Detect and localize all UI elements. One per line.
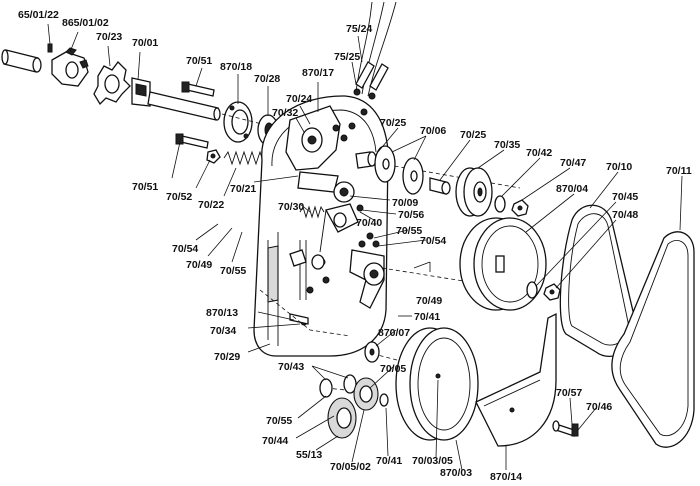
spacer-left [355,151,377,169]
shaft-stub [1,49,42,73]
label-70-49-left: 70/49 [186,259,212,271]
return-spring [299,205,325,219]
label-70-57: 70/57 [556,387,582,399]
label-65-01-22: 65/01/22 [18,9,59,21]
label-70-48: 70/48 [612,209,638,221]
gear-train [319,374,389,439]
label-70-54-right: 70/54 [420,235,446,247]
label-70-09: 70/09 [392,197,418,209]
label-70-44: 70/44 [262,435,288,447]
label-70-55-right: 70/55 [396,225,422,237]
spacer-right [429,177,451,195]
small-pulley [455,167,493,217]
part-labels: 65/01/22 865/01/02 70/23 70/01 70/51 870… [18,9,692,483]
label-70-29: 70/29 [214,351,240,363]
coupling-hub [51,47,89,87]
label-70-32: 70/32 [272,107,298,119]
label-70-54-left: 70/54 [172,243,198,255]
washer-pair [374,145,424,195]
lower-washer-nut [526,281,561,301]
label-70-41-upper: 70/41 [414,311,440,323]
cable-assembly [353,1,397,100]
label-70-30: 70/30 [278,201,304,213]
label-70-10: 70/10 [606,161,632,173]
label-75-24: 75/24 [346,23,372,35]
bolt-upper [181,81,215,97]
nut [206,149,221,164]
label-70-49-right: 70/49 [416,295,442,307]
tension-spring [223,150,269,166]
label-70-25-left: 70/25 [380,117,406,129]
label-870-07: 870/07 [378,327,410,339]
leader-lines [47,23,683,471]
label-70-28: 70/28 [254,73,280,85]
large-pulley-lower [395,327,479,441]
label-870-03: 870/03 [440,467,472,479]
label-870-17: 870/17 [302,67,334,79]
belt-guard [475,312,557,447]
label-70-55-left: 70/55 [220,265,246,277]
label-70-51-lower: 70/51 [132,181,158,193]
label-70-45: 70/45 [612,191,638,203]
guard-bolt [552,420,579,437]
label-870-18: 870/18 [220,61,252,73]
parts-drawing [1,1,695,448]
label-70-23: 70/23 [96,31,122,43]
label-75-25: 75/25 [334,51,360,63]
label-70-01: 70/01 [132,37,158,49]
label-70-21: 70/21 [230,183,256,195]
main-shaft [131,77,221,121]
star-coupler [93,61,131,106]
label-70-22: 70/22 [198,199,224,211]
label-70-40: 70/40 [356,217,382,229]
label-70-11: 70/11 [666,165,692,177]
label-70-46: 70/46 [586,401,612,413]
label-70-52: 70/52 [166,191,192,203]
label-70-47: 70/47 [560,157,586,169]
linkage-rods [289,209,327,325]
label-70-03-05: 70/03/05 [412,455,453,467]
label-70-41-lower: 70/41 [376,455,402,467]
label-870-14: 870/14 [490,471,522,483]
label-70-24: 70/24 [286,93,312,105]
label-870-13: 870/13 [206,307,238,319]
label-70-06: 70/06 [420,125,446,137]
label-70-05-02: 70/05/02 [330,461,371,473]
label-70-55-bottom: 70/55 [266,415,292,427]
label-55-13: 55/13 [296,449,322,461]
label-70-56: 70/56 [398,209,424,221]
label-70-05: 70/05 [380,363,406,375]
bolt-lower [175,133,209,149]
label-70-42: 70/42 [526,147,552,159]
label-870-04: 870/04 [556,183,588,195]
set-screw [47,43,53,53]
drive-belt-long [611,231,695,448]
spacer-washer [364,341,380,363]
bearing-flange [223,101,253,143]
label-70-51-top: 70/51 [186,55,212,67]
label-70-25-right: 70/25 [460,129,486,141]
label-70-34: 70/34 [210,325,236,337]
label-70-43: 70/43 [278,361,304,373]
label-865-01-02: 865/01/02 [62,17,109,29]
label-70-35: 70/35 [494,139,520,151]
bracket-assembly [285,105,385,309]
